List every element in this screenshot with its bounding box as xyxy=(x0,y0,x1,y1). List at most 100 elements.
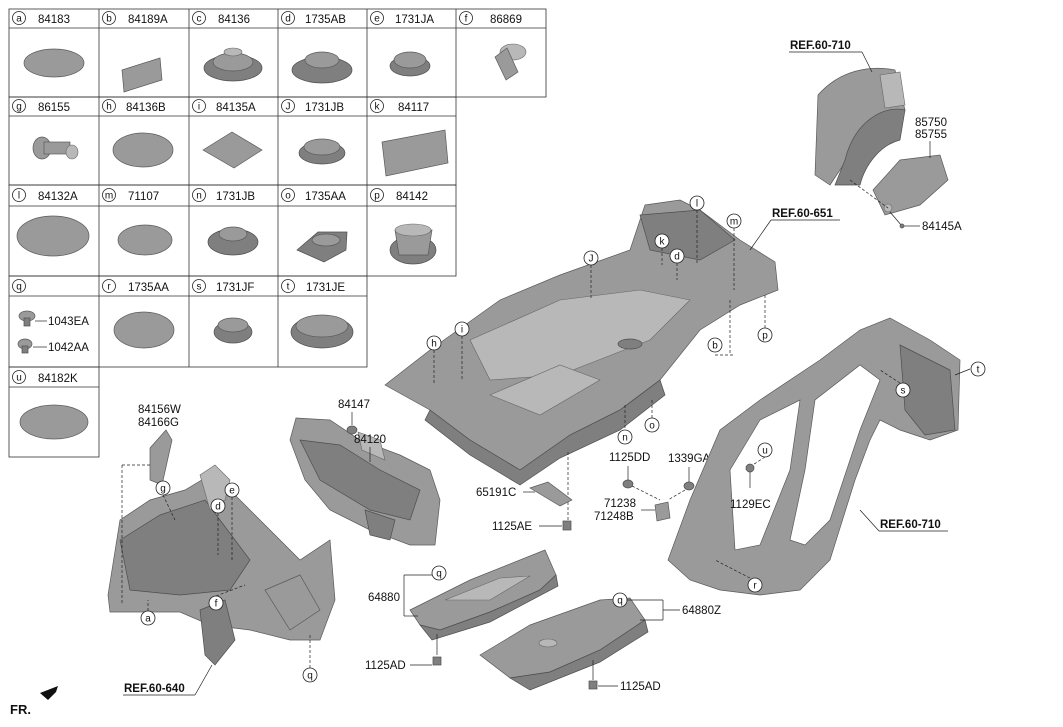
bubble-b: b xyxy=(712,341,718,352)
q-part-1043ea: 1043EA xyxy=(48,316,89,328)
dash-panel-assembly xyxy=(289,417,441,546)
bubble-m: m xyxy=(730,217,738,228)
legend-code: 1735AA xyxy=(128,282,169,294)
legend-code: 71107 xyxy=(128,191,159,203)
legend-letter: c xyxy=(197,14,202,25)
part-t-grommet xyxy=(290,314,354,349)
callout-84145a: 84145A xyxy=(922,221,962,233)
bubble-t: t xyxy=(977,365,980,376)
part-h-plug xyxy=(112,132,174,168)
legend-letter: u xyxy=(16,373,22,384)
callout-85755: 85755 xyxy=(915,129,947,141)
callout-1125dd: 1125DD xyxy=(609,452,650,464)
part-k-pad xyxy=(381,129,449,177)
ref-60-651: REF.60-651 xyxy=(772,208,833,220)
callout-84120: 84120 xyxy=(354,434,386,446)
legend-letter: p xyxy=(374,191,380,202)
bubble-i: i xyxy=(461,325,463,336)
callout-1125ad-right: 1125AD xyxy=(620,681,661,693)
part-q-bolts: 1043EA 1042AA xyxy=(17,310,89,354)
bubble-k: k xyxy=(660,237,666,248)
legend-code: 84135A xyxy=(216,102,256,114)
legend-letter: g xyxy=(16,102,22,113)
part-u-plug xyxy=(19,404,89,440)
callout-84156w: 84156W xyxy=(138,404,181,416)
callout-71248b: 71248B xyxy=(594,511,634,523)
legend-part-shapes: 1043EA 1042AA xyxy=(16,43,527,440)
bubble-q-right: q xyxy=(617,596,623,607)
bubble-q-front: q xyxy=(307,671,313,682)
side-callout-bubbles: s t u r xyxy=(714,361,986,593)
legend-grid xyxy=(8,8,547,458)
part-j-grommet xyxy=(298,138,346,165)
floor-panel-assembly xyxy=(384,199,779,486)
part-m-plug xyxy=(117,224,173,256)
legend-letter: J xyxy=(286,102,291,113)
direction-label: FR. xyxy=(10,702,31,717)
legend-code: 84182K xyxy=(38,373,78,385)
part-b-pad xyxy=(121,57,163,93)
legend-letter: i xyxy=(198,102,200,113)
part-f-clip xyxy=(494,43,527,81)
ref-60-640: REF.60-640 xyxy=(124,683,185,695)
legend-code: 1731JB xyxy=(305,102,344,114)
bubble-g: g xyxy=(160,484,166,495)
callout-85750: 85750 xyxy=(915,117,947,129)
legend-code: 84132A xyxy=(38,191,78,203)
legend-code: 84183 xyxy=(38,14,70,26)
part-e-grommet xyxy=(389,51,431,77)
part-g-clip xyxy=(32,136,79,160)
callout-1129ec: 1129EC xyxy=(730,499,771,511)
legend-letter: o xyxy=(285,191,291,202)
legend-letter: e xyxy=(374,14,380,25)
part-c-grommet xyxy=(203,47,263,82)
legend-letter: l xyxy=(18,191,20,202)
legend-letter: k xyxy=(375,102,381,113)
under-cover-left xyxy=(409,549,559,641)
callout-65191c: 65191C xyxy=(476,487,516,499)
bubble-d-top: d xyxy=(674,252,680,263)
legend-letter: f xyxy=(465,14,468,25)
bubble-e: e xyxy=(229,486,235,497)
legend-code: 1731JB xyxy=(216,191,255,203)
legend-letter: t xyxy=(287,282,290,293)
legend-code: 84136B xyxy=(126,102,166,114)
part-i-plug xyxy=(202,131,263,169)
bubble-f: f xyxy=(215,599,218,610)
callout-1125ae: 1125AE xyxy=(492,521,532,533)
front-callout-bubbles: g e d f a q xyxy=(140,480,318,683)
part-o-grommet xyxy=(296,231,348,263)
bubble-u: u xyxy=(762,446,768,457)
bracket-65191c xyxy=(529,481,573,507)
legend-code: 84189A xyxy=(128,14,168,26)
part-p-grommet xyxy=(389,223,437,265)
callout-64880z: 64880Z xyxy=(682,605,721,617)
legend-code: 84117 xyxy=(398,102,429,114)
legend-code: 1731JF xyxy=(216,282,254,294)
side-body-panel xyxy=(667,317,961,596)
front-structure-assembly xyxy=(107,429,336,666)
part-d-grommet xyxy=(291,51,353,84)
bubble-p: p xyxy=(762,331,768,342)
legend-code: 1731JE xyxy=(306,282,345,294)
legend-code: 1735AB xyxy=(305,14,346,26)
callout-71238: 71238 xyxy=(604,498,636,510)
legend-code: 84142 xyxy=(396,191,428,203)
legend-letter: m xyxy=(105,191,113,202)
legend-code: 1731JA xyxy=(395,14,434,26)
legend-letter: r xyxy=(107,282,111,293)
bubble-a: a xyxy=(145,614,151,625)
callout-1339ga: 1339GA xyxy=(668,453,711,465)
legend-letter: h xyxy=(106,102,112,113)
bubble-h: h xyxy=(431,339,437,350)
legend-headers: a 84183 b 84189A c 84136 d 1735AB e 1731… xyxy=(12,11,522,385)
forward-arrow-icon xyxy=(40,686,58,700)
legend-code: 84136 xyxy=(218,14,250,26)
ref-60-710-top: REF.60-710 xyxy=(790,40,851,52)
legend-code: 86155 xyxy=(38,102,70,114)
legend-letter: n xyxy=(196,191,202,202)
bubble-n: n xyxy=(622,433,628,444)
q-part-1042aa: 1042AA xyxy=(48,342,89,354)
bubble-r: r xyxy=(753,581,757,592)
